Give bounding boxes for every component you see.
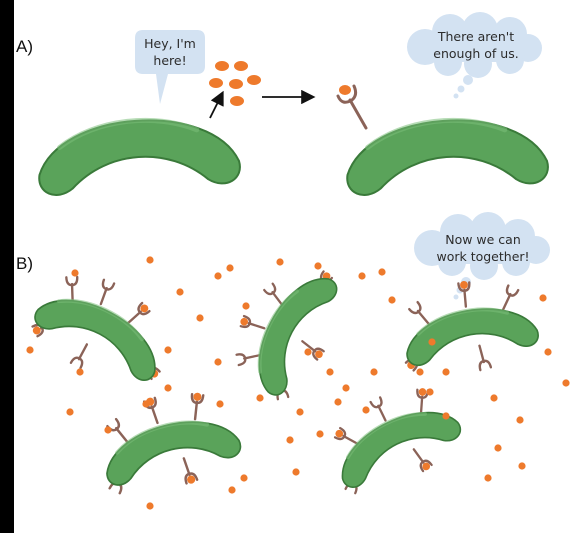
receptor-icon [69, 340, 93, 370]
signal-molecule-icon [66, 408, 74, 416]
speech-bubble: Hey, I'm here! [135, 30, 205, 104]
signal-molecule-icon [214, 272, 222, 280]
thought-bubble-line-2: work together! [436, 249, 529, 264]
signal-molecule-icon [228, 486, 236, 494]
signal-molecule-icon [490, 394, 498, 402]
signal-molecule-icon [216, 400, 224, 408]
signal-molecule-icon [334, 398, 342, 406]
receptor-icon [369, 396, 392, 424]
thought-bubble-line-2: enough of us. [433, 46, 518, 61]
signal-molecule-icon [316, 430, 324, 438]
signal-molecule-icon [539, 294, 547, 302]
signal-molecule-icon [286, 436, 294, 444]
speech-bubble-line-2: here! [153, 53, 186, 68]
signal-molecule-icon [562, 379, 570, 387]
signal-molecule-icon [214, 358, 222, 366]
signal-molecule-icon [256, 394, 264, 402]
bacterium-icon [34, 112, 243, 198]
signal-molecule-icon [229, 79, 243, 89]
signal-molecule-icon [164, 384, 172, 392]
signal-molecule-icon [442, 368, 450, 376]
signal-molecule-icon [209, 78, 223, 88]
bacterium-icon [235, 263, 342, 401]
receptor-icon [65, 275, 80, 303]
signal-molecule-icon [339, 85, 351, 95]
panel-a-label: A) [16, 37, 33, 56]
receptor-icon [94, 278, 116, 308]
image-left-edge [0, 0, 14, 533]
signal-molecule-cluster [209, 61, 261, 106]
signal-molecule-icon [164, 346, 172, 354]
signal-molecule-icon [362, 406, 370, 414]
bacterium-icon [328, 386, 465, 495]
receptor-icon [235, 348, 263, 367]
arrow-icon [209, 90, 224, 119]
signal-molecule-icon [196, 314, 204, 322]
signal-molecule-icon [234, 61, 248, 71]
signal-molecule-icon [146, 256, 154, 264]
speech-bubble-line-1: Hey, I'm [144, 36, 196, 51]
signal-molecule-icon [518, 462, 526, 470]
signal-molecule-icon [296, 408, 304, 416]
signal-molecule-icon [494, 444, 502, 452]
signal-molecule-icon [326, 368, 334, 376]
signal-molecule-icon [142, 400, 150, 408]
receptor-icon [336, 84, 368, 130]
signal-molecule-icon [314, 262, 322, 270]
signal-molecule-icon [240, 474, 248, 482]
signal-molecule-icon [416, 368, 424, 376]
signal-molecule-icon [226, 264, 234, 272]
signal-molecule-icon [247, 75, 261, 85]
receptor-icon [188, 390, 205, 421]
panel-b-label: B) [16, 254, 33, 273]
receptor-icon [142, 394, 165, 426]
bacterium-icon [98, 390, 244, 495]
signal-molecule-icon [484, 474, 492, 482]
receptor-icon [473, 343, 493, 372]
bacterium-icon [400, 279, 541, 373]
signal-molecule-icon [342, 384, 350, 392]
signal-molecule-icon [378, 268, 386, 276]
thought-bubble-line-1: There aren't [437, 29, 514, 44]
receptor-icon [297, 335, 327, 362]
signal-molecule-icon [428, 338, 436, 346]
signal-molecule-icon [516, 416, 524, 424]
signal-molecule-icon [370, 368, 378, 376]
signal-molecule-icon [242, 302, 250, 310]
bacterium-icon [342, 112, 551, 198]
signal-molecule-icon [442, 412, 450, 420]
signal-molecule-icon [215, 61, 229, 71]
signal-molecule-icon [230, 96, 244, 106]
signal-molecule-icon [104, 426, 112, 434]
signal-molecule-icon [76, 368, 84, 376]
receptor-icon [497, 284, 520, 313]
thought-bubble [407, 12, 542, 99]
receptor-icon [237, 314, 268, 335]
signal-molecule-icon [544, 348, 552, 356]
thought-bubble-line-1: Now we can [445, 232, 521, 247]
signal-molecule-icon [388, 296, 396, 304]
signal-molecule-icon [358, 272, 366, 280]
signal-molecule-icon [426, 388, 434, 396]
signal-molecule-icon [176, 288, 184, 296]
receptor-icon [408, 445, 434, 474]
signal-molecule-icon [71, 269, 79, 277]
signal-molecule-icon [26, 346, 34, 354]
bacterium-icon [29, 275, 171, 385]
receptor-icon [457, 279, 473, 309]
signal-molecule-icon [292, 468, 300, 476]
signal-molecule-icon [146, 502, 154, 510]
signal-molecule-icon [304, 348, 312, 356]
signal-molecule-icon [276, 258, 284, 266]
receptor-icon [177, 455, 200, 487]
receptor-icon [414, 386, 430, 415]
